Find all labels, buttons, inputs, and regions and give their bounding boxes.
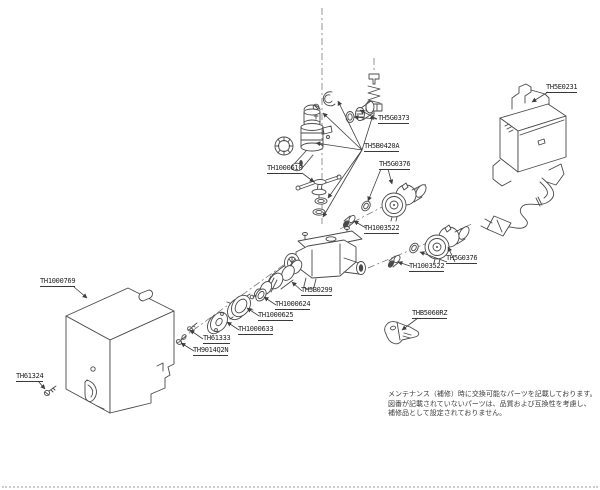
part-mounting-bracket (295, 174, 342, 201)
note-line-1: メンテナンス（補修）時に交換可能なパーツを記載しております。 (388, 390, 597, 398)
part-lock-nut (226, 293, 254, 321)
part-label-bracket: TH1000610 (267, 164, 303, 174)
part-oring-top (345, 111, 355, 123)
part-valve-core-lower (387, 254, 401, 268)
part-washer-upper (361, 200, 371, 212)
part-regulator-lower (424, 224, 470, 264)
part-label-screw-washer: TH9014Q2N (193, 346, 229, 356)
page-edge-dotted-line (2, 486, 598, 488)
part-solenoid-valve (274, 104, 333, 172)
note-line-3: 補修品として設定されておりません。 (388, 409, 507, 417)
part-regulator-upper (381, 182, 427, 222)
part-flange (207, 311, 228, 335)
part-retaining-clip (322, 91, 336, 107)
part-power-adapter (480, 83, 567, 237)
note-line-2: 図番が記載されていないパーツは、品質および互換性を考慮し、 (388, 399, 591, 408)
part-label-core-upper: TH1003522 (364, 224, 400, 234)
part-valve-core-upper (342, 214, 356, 228)
part-manifold (284, 226, 366, 290)
part-label-ring: TH1000624 (275, 300, 311, 310)
part-label-tool-key: THB5060RZ (412, 309, 448, 319)
part-label-screw-small: TH61333 (203, 334, 231, 344)
maintenance-note: メンテナンス（補修）時に交換可能なパーツを記載しております。 図番が記載されてい… (388, 390, 597, 419)
part-gaskets (312, 197, 328, 216)
part-tool-key (384, 321, 420, 345)
part-label-core-lower: TH1003522 (409, 262, 445, 272)
part-label-valve-assembly: TH5B0420A (364, 142, 400, 152)
part-label-regulator-lower: TH5G0376 (446, 254, 478, 264)
part-screw-small (187, 322, 198, 332)
part-label-flange: TH1000633 (238, 325, 274, 335)
part-label-regulator-upper: TH5G0376 (379, 160, 411, 170)
part-label-cover-screw: TH61324 (16, 372, 44, 382)
part-washer-lower (409, 242, 419, 254)
part-label-lock-nut: TH1000625 (258, 311, 294, 321)
part-label-cover-box: TH1000769 (40, 277, 76, 287)
part-label-power-adapter: TH5E0231 (546, 83, 578, 93)
part-cover-box (65, 287, 175, 414)
part-label-cartridge: TH5B0299 (301, 286, 333, 296)
part-screw-washer (175, 334, 187, 345)
part-cover-screw (43, 385, 57, 397)
part-label-oring-coupling: TH5G0373 (378, 114, 410, 124)
leader-lines (37, 91, 549, 390)
